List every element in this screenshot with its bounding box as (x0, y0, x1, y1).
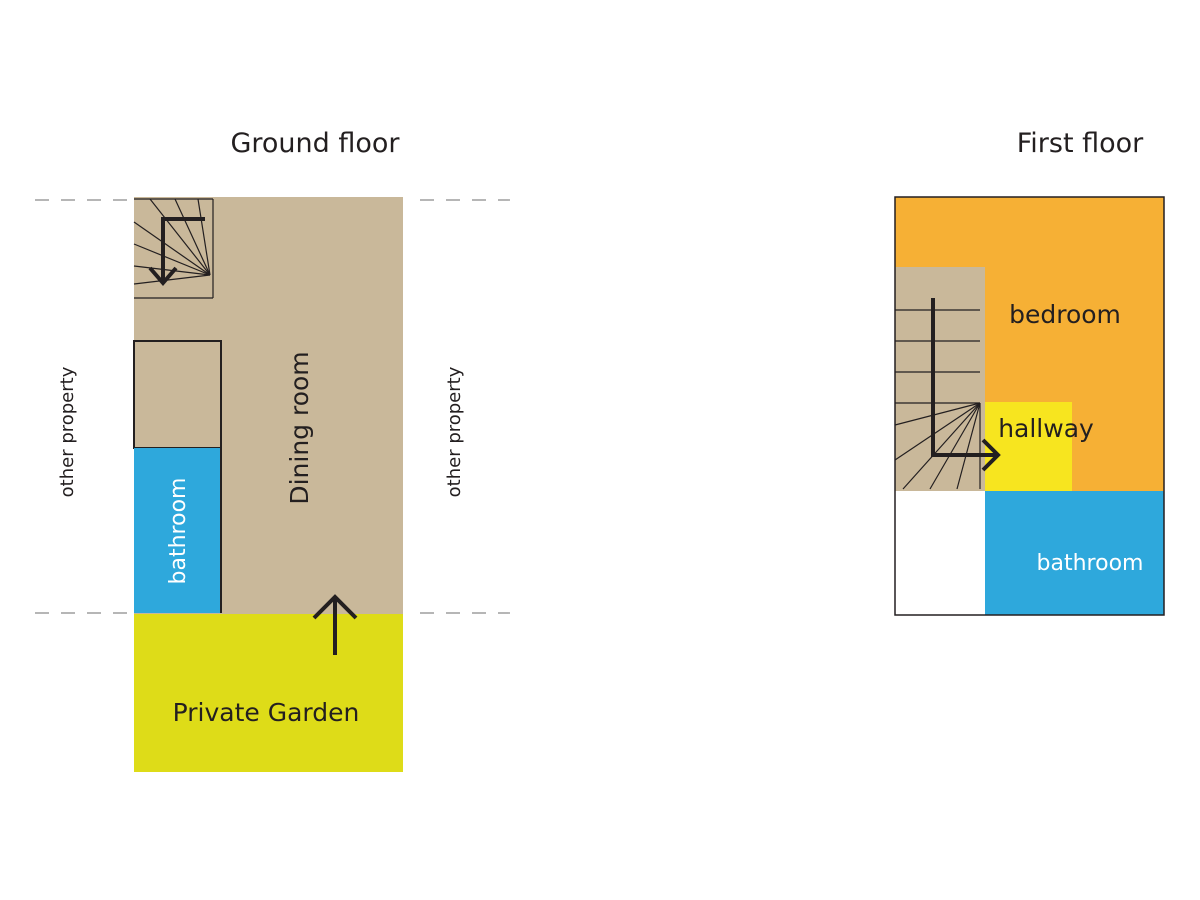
first-stairwell-area (895, 267, 985, 491)
right-neighbour-label: other property (444, 366, 465, 497)
first-bathroom-label: bathroom (1037, 551, 1144, 576)
ground-floor-plan: Ground floor (35, 128, 510, 772)
first-stairs (894, 309, 981, 490)
garden-label: Private Garden (173, 698, 360, 727)
first-floor-outline (894, 196, 1165, 616)
hallway-area (985, 402, 1072, 491)
first-floor-plan: First floor bedroom hallw (894, 128, 1165, 616)
ground-bathroom-label: bathroom (166, 478, 191, 585)
first-stairs-arrow-icon (931, 298, 1001, 472)
left-neighbour-label: other property (57, 366, 78, 497)
stairs-direction-arrow-icon (148, 217, 205, 287)
entrance-arrow-icon (312, 594, 358, 655)
first-floor-title: First floor (1017, 128, 1144, 159)
garden-area (134, 614, 403, 772)
bedroom-label: bedroom (1009, 300, 1121, 329)
ground-bathroom-area (134, 448, 221, 613)
hallway-label: hallway (998, 414, 1094, 443)
dining-room-label: Dining room (285, 351, 314, 504)
first-bathroom-area (985, 491, 1164, 615)
ground-floor-title: Ground floor (230, 128, 400, 159)
property-boundary-lines (35, 199, 510, 614)
